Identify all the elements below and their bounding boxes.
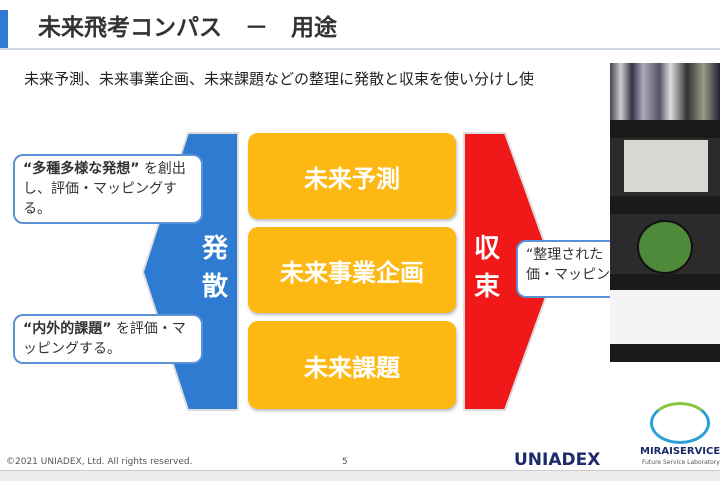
slide-subtitle: 未来予測、未来事業企画、未来課題などの整理に発散と収束を使い分けし使 (24, 70, 535, 88)
callout-bold: “内外的課題” (23, 321, 112, 337)
converge-label: 収束 (473, 234, 500, 302)
callout-organized: “整理された 価・マッピン (516, 240, 624, 298)
title-divider (0, 48, 720, 50)
participant-video (624, 140, 708, 192)
callout-bold: “多種多様な発想” (23, 161, 140, 177)
callout-text: を創出し、評価・マッピングする。 (23, 161, 186, 217)
slide-title: 未来飛考コンパス － 用途 (38, 15, 337, 41)
title-accent (0, 10, 8, 48)
participant-video (610, 290, 720, 344)
video-tile-1[interactable] (610, 63, 720, 140)
participant-name-bar (610, 344, 720, 362)
miraiservice-logo: MIRAISERVICE (640, 446, 720, 457)
participant-avatar (637, 220, 693, 274)
miraiservice-emblem (650, 402, 710, 444)
box-future-forecast: 未来予測 (248, 133, 456, 219)
box-future-issues: 未来課題 (248, 321, 456, 409)
participant-name-bar (610, 274, 720, 292)
diverge-label: 発散 (201, 234, 228, 302)
callout-diverse-ideas: “多種多様な発想” を創出し、評価・マッピングする。 (13, 154, 203, 224)
box-future-business: 未来事業企画 (248, 227, 456, 313)
callout-text: を評価・マッピングする。 (23, 321, 186, 357)
participant-name-bar (610, 196, 720, 214)
page-number: 5 (342, 457, 348, 467)
miraiservice-tagline: Future Service Laboratory (642, 459, 720, 466)
copyright: ©2021 UNIADEX, Ltd. All rights reserved. (6, 457, 193, 467)
video-tile-2[interactable] (610, 140, 720, 216)
uniadex-logo: UNIADEX (514, 450, 601, 470)
status-bar (0, 470, 720, 481)
participant-video (610, 63, 720, 120)
participant-name-bar (610, 120, 720, 138)
callout-internal-external: “内外的課題” を評価・マッピングする。 (13, 314, 203, 364)
video-tile-3[interactable] (610, 216, 720, 292)
video-tile-4[interactable] (610, 290, 720, 366)
converge-shape (463, 132, 557, 411)
